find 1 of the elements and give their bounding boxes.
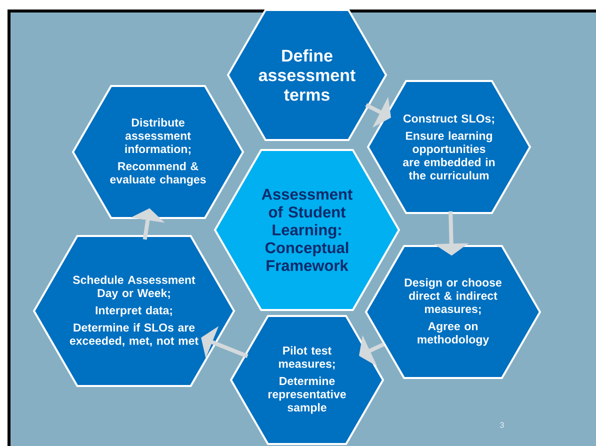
page-number: 3: [500, 422, 504, 428]
